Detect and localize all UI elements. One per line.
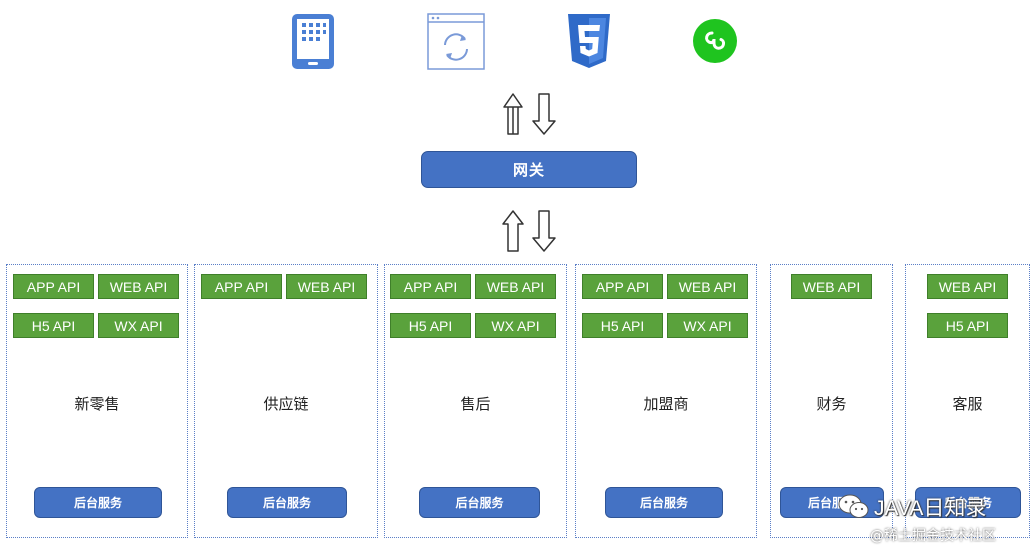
service-finance: WEB API 财务 后台服务 [770, 264, 893, 538]
api-box: APP API [13, 274, 94, 299]
up-arrow-icon [502, 210, 524, 252]
backend-service-box: 后台服务 [915, 487, 1021, 518]
service-franchisee: APP API WEB API H5 API WX API 加盟商 后台服务 [575, 264, 757, 538]
gateway-service-arrows [499, 210, 559, 252]
service-name: 售后 [460, 395, 491, 413]
backend-service-box: 后台服务 [34, 487, 162, 518]
up-arrow-icon [503, 93, 523, 135]
backend-service-box: 后台服务 [419, 487, 540, 518]
api-box: WEB API [475, 274, 556, 299]
backend-service-box: 后台服务 [605, 487, 723, 518]
api-box: WEB API [286, 274, 367, 299]
api-box: WEB API [98, 274, 179, 299]
html5-icon [565, 13, 613, 70]
api-box: WX API [475, 313, 556, 338]
watermark-subtitle: @稀土掘金技术社区 [870, 528, 996, 544]
api-box: WX API [667, 313, 748, 338]
service-customer-service: WEB API H5 API 客服 后台服务 [905, 264, 1030, 538]
watermark-title: JAVA日知录 [874, 497, 987, 520]
api-box: H5 API [582, 313, 663, 338]
api-box: H5 API [390, 313, 471, 338]
api-box: H5 API [13, 313, 94, 338]
api-box: APP API [201, 274, 282, 299]
service-after-sales: APP API WEB API H5 API WX API 售后 后台服务 [384, 264, 567, 538]
down-arrow-icon [532, 210, 556, 252]
service-name: 供应链 [263, 395, 309, 413]
service-name: 客服 [952, 395, 983, 413]
api-box: WX API [98, 313, 179, 338]
web-browser-sync-icon [427, 13, 485, 70]
service-supply-chain: APP API WEB API 供应链 后台服务 [194, 264, 378, 538]
watermark: JAVA日知录 @稀土掘金技术社区 [836, 490, 1032, 548]
api-box: WEB API [667, 274, 748, 299]
backend-service-box: 后台服务 [227, 487, 347, 518]
wechat-icon [838, 494, 869, 518]
service-new-retail: APP API WEB API H5 API WX API 新零售 后台服务 [6, 264, 188, 538]
api-box: H5 API [927, 313, 1008, 338]
service-name: 财务 [816, 395, 847, 413]
api-box: APP API [390, 274, 471, 299]
api-box: WEB API [927, 274, 1008, 299]
gateway-box: 网关 [421, 151, 637, 188]
mini-program-icon [692, 18, 738, 64]
service-name: 加盟商 [643, 395, 689, 413]
service-name: 新零售 [74, 395, 120, 413]
client-gateway-arrows [499, 93, 559, 135]
api-box: WEB API [791, 274, 872, 299]
api-box: APP API [582, 274, 663, 299]
down-arrow-icon [532, 93, 556, 135]
tablet-app-icon [291, 13, 335, 70]
